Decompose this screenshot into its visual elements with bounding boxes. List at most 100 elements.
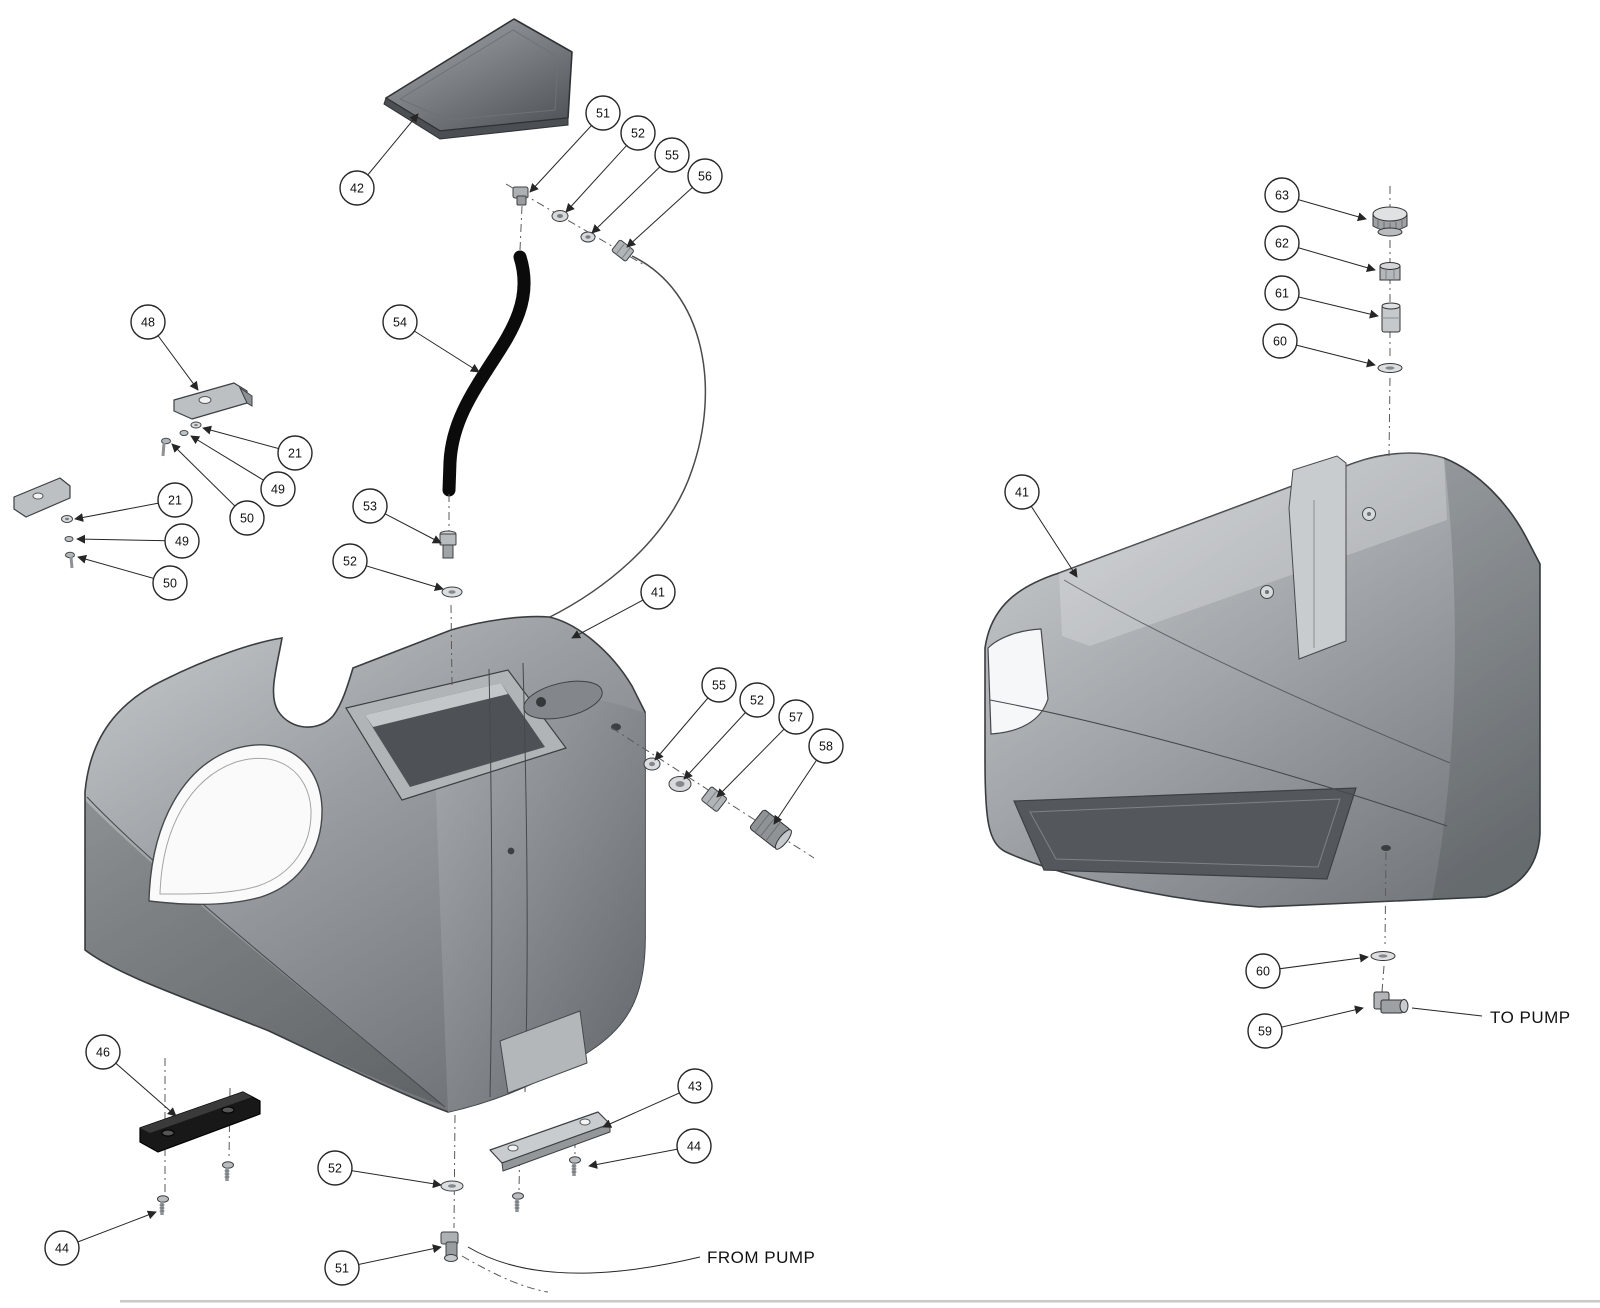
svg-text:42: 42 (350, 182, 364, 196)
svg-text:44: 44 (687, 1140, 701, 1154)
washer-52-side (668, 776, 692, 792)
bottom-opening-dark (1013, 787, 1357, 880)
strap-43-hole-b (579, 1118, 591, 1126)
callout-balloon-21: 21 (157, 482, 193, 518)
screw-50-right (161, 437, 171, 457)
washer-55-top (580, 231, 596, 243)
svg-text:57: 57 (789, 711, 803, 725)
callout-balloon-50: 50 (229, 500, 265, 536)
svg-text:43: 43 (688, 1080, 702, 1094)
right-tank-notch (987, 628, 1049, 735)
leader-line-55 (591, 154, 673, 234)
front-boss-dot (507, 847, 515, 855)
to-pump-label: TO PUMP (1490, 1008, 1571, 1027)
screw-head-upper (1362, 507, 1376, 521)
svg-text:49: 49 (271, 483, 285, 497)
mount-bracket-part-46 (139, 1091, 261, 1153)
svg-text:52: 52 (328, 1162, 342, 1176)
callout-balloon-55: 55 (654, 137, 690, 173)
callout-balloon-52: 52 (739, 682, 775, 718)
from-pump-line (467, 1246, 701, 1274)
bracket-left-hardware (61, 515, 75, 569)
front-seam-1 (488, 668, 493, 1098)
lock-washer-49-right (179, 430, 189, 436)
elbow-fitting-51-top (512, 186, 529, 206)
arch-cutout (148, 744, 323, 905)
callout-balloon-62: 62 (1264, 225, 1300, 261)
drain-hose-part-54 (442, 250, 531, 497)
left-tank-lower-shadow (85, 800, 444, 1106)
leader-line-57 (716, 716, 797, 798)
svg-text:53: 53 (363, 500, 377, 514)
svg-text:51: 51 (596, 107, 610, 121)
callout-balloon-56: 56 (687, 158, 723, 194)
elbow-fitting-51-bottom (440, 1231, 459, 1262)
svg-text:59: 59 (1258, 1025, 1272, 1039)
svg-text:62: 62 (1275, 237, 1289, 251)
screw-44-d (569, 1156, 581, 1176)
leader-line-52 (334, 1167, 442, 1189)
washer-52-mid (441, 586, 463, 598)
washer-55-side (643, 757, 661, 771)
nut-part-62 (1379, 262, 1401, 281)
left-tank-crease (86, 796, 446, 1108)
callout-balloon-44: 44 (676, 1128, 712, 1164)
tube-route-line (547, 255, 707, 619)
callout-balloon-48: 48 (130, 304, 166, 340)
svg-text:41: 41 (1015, 486, 1029, 500)
elbow-part-59 (1373, 991, 1409, 1014)
lock-washer-49-left (64, 536, 74, 542)
callout-balloon-50: 50 (152, 565, 188, 601)
bottom-fitting-hole (1381, 845, 1391, 851)
callout-balloon-63: 63 (1264, 177, 1300, 213)
top-fitting-stack (512, 186, 634, 262)
right-tank-side-shade (1432, 458, 1540, 900)
svg-text:44: 44 (55, 1242, 69, 1256)
strap-43-hole-a (507, 1144, 519, 1152)
strap-part-43 (489, 1111, 611, 1172)
callout-balloon-57: 57 (778, 699, 814, 735)
callout-balloon-60: 60 (1245, 953, 1281, 989)
bracket-left-hole (32, 492, 44, 500)
bracket-part-48 (173, 382, 253, 420)
svg-text:50: 50 (240, 512, 254, 526)
right-tank-crease-2 (1063, 579, 1451, 764)
front-bottom-recess (499, 1010, 588, 1094)
right-tank-crease-1 (989, 699, 1448, 827)
leader-line-52 (565, 132, 639, 213)
flat-washer-21-left (61, 515, 73, 523)
callout-balloon-41: 41 (640, 574, 676, 610)
svg-text:60: 60 (1273, 335, 1287, 349)
callout-balloon-51: 51 (585, 95, 621, 131)
callout-balloon-42: 42 (339, 170, 375, 206)
svg-text:51: 51 (335, 1262, 349, 1276)
flat-washer-21-right (190, 421, 202, 429)
callout-balloon-21: 21 (277, 435, 313, 471)
bracket-48-hardware (161, 421, 202, 457)
callout-balloon-49: 49 (164, 523, 200, 559)
fitting-58 (749, 809, 792, 850)
svg-text:56: 56 (698, 170, 712, 184)
screw-head-lower (1260, 585, 1274, 599)
washer-part-60-bottom (1370, 951, 1396, 961)
svg-text:52: 52 (750, 694, 764, 708)
from-pump-label: FROM PUMP (707, 1248, 815, 1267)
callout-balloon-59: 59 (1247, 1013, 1283, 1049)
top-opening-wall (365, 683, 508, 727)
svg-text:50: 50 (163, 577, 177, 591)
arch-cutout-rim (159, 757, 312, 895)
bracket-left (13, 477, 71, 518)
callout-balloon-53: 53 (352, 488, 388, 524)
svg-text:52: 52 (343, 555, 357, 569)
leader-line-44 (588, 1145, 695, 1169)
screw-44-b (222, 1161, 234, 1181)
callout-balloon-41: 41 (1004, 474, 1040, 510)
callout-balloon-60: 60 (1262, 323, 1298, 359)
bottom-border-line (120, 1300, 1600, 1303)
leader-line-51 (529, 112, 604, 193)
right-tank-top-light (1059, 453, 1447, 646)
svg-text:49: 49 (175, 535, 189, 549)
screw-44-a (157, 1195, 169, 1215)
